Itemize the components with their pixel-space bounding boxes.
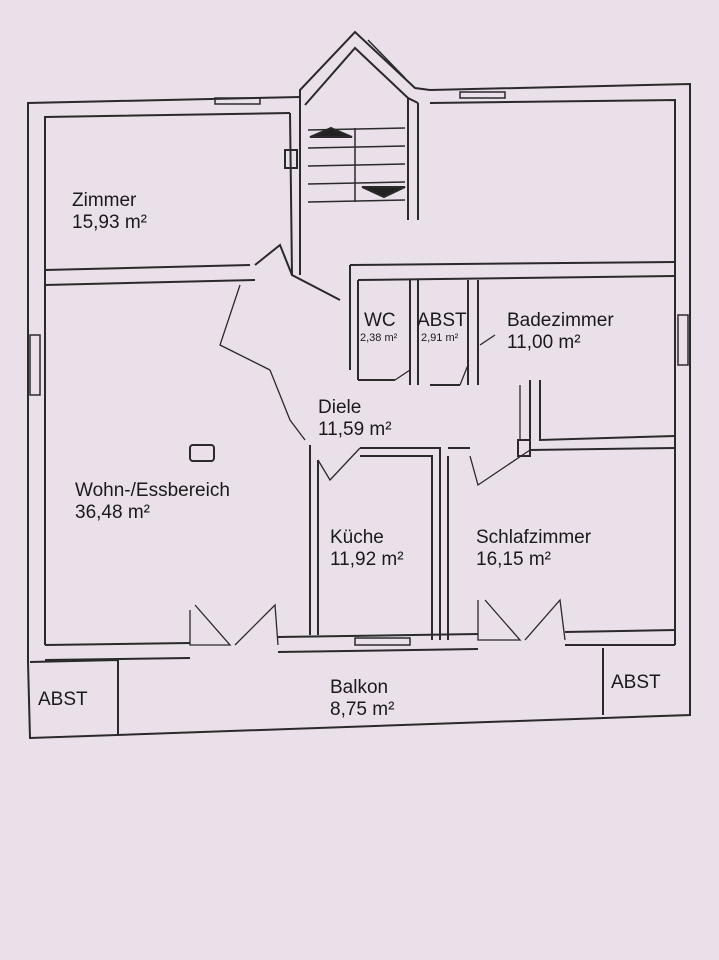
room-area: 11,92 m² — [330, 549, 404, 570]
room-name: Schlafzimmer — [476, 527, 592, 548]
outer-wall-inner — [44, 112, 291, 645]
stair-arrow-down — [361, 186, 406, 199]
room-name: Küche — [330, 527, 384, 548]
socket — [284, 149, 298, 169]
room-name: ABST — [417, 310, 467, 331]
room-area: 2,91 m² — [421, 332, 459, 344]
room-name: Diele — [318, 397, 362, 418]
room-name: WC — [364, 310, 396, 331]
room-area: 11,59 m² — [318, 419, 392, 440]
room-area: 2,38 m² — [360, 332, 398, 344]
room-area: 8,75 m² — [330, 699, 395, 720]
socket — [517, 439, 531, 457]
room-area: 16,15 m² — [476, 549, 551, 570]
doors — [189, 284, 566, 646]
walls — [27, 30, 691, 740]
staircase — [307, 127, 406, 203]
stair-arrow-up — [309, 126, 353, 138]
room-abst-right: ABST — [611, 672, 661, 693]
room-area: 11,00 m² — [507, 332, 581, 353]
abst-left-box — [29, 658, 119, 735]
outer-wall — [27, 82, 691, 740]
windows — [29, 39, 689, 646]
room-area: 36,48 m² — [75, 502, 150, 523]
room-name: Wohn-/Essbereich — [75, 480, 230, 501]
room-area: 15,93 m² — [72, 212, 147, 233]
stair-bay — [299, 30, 431, 97]
chimney — [189, 444, 215, 462]
room-name: Badezimmer — [507, 310, 614, 331]
room-name: Zimmer — [72, 190, 137, 211]
room-name: Balkon — [330, 677, 389, 698]
room-abst-left: ABST — [38, 689, 88, 710]
